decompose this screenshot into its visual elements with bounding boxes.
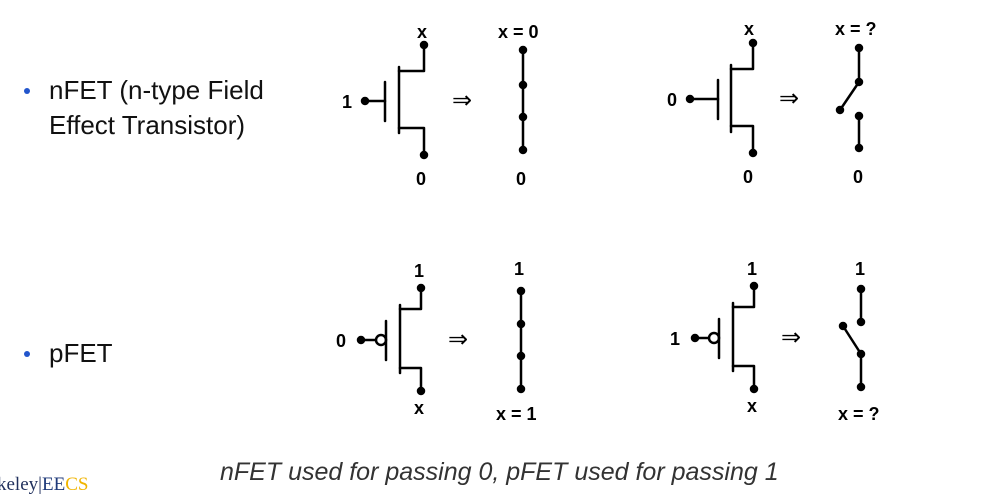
nfet-off-switch-bottom-label: 0 xyxy=(853,167,863,187)
nfet-off-source-label: 0 xyxy=(743,167,753,187)
pfet-on-switch xyxy=(838,284,866,392)
nfet-off-switch-top-label: x = ? xyxy=(835,19,877,39)
pfet-off-switch-bottom-label: x = 1 xyxy=(496,404,537,424)
nfet-on-gate-label: 1 xyxy=(342,92,352,112)
bullet-dot-nfet xyxy=(24,88,30,94)
pfet-off-source-label: 1 xyxy=(414,261,424,281)
nfet-on-switch-bottom-label: 0 xyxy=(516,169,526,189)
bullet-dot-pfet xyxy=(24,351,30,357)
nfet-off-gate-label: 0 xyxy=(667,90,677,110)
arrow-pfet-off: ⇒ xyxy=(448,326,468,353)
nfet-off-transistor xyxy=(685,38,758,158)
logo-part2: EE xyxy=(41,474,66,495)
nfet-on-transistor xyxy=(360,40,429,160)
pfet-off-switch-top-label: 1 xyxy=(514,259,524,279)
nfet-on-switch-top-label: x = 0 xyxy=(498,22,539,42)
logo-part3: CS xyxy=(65,474,89,495)
logo-part1: keley xyxy=(0,474,39,495)
nfet-on-source-label: 0 xyxy=(416,169,426,189)
pfet-on-drain-label: x xyxy=(747,396,757,416)
nfet-text-line1: nFET (n-type Field xyxy=(49,75,264,105)
nfet-off-drain-label: x xyxy=(744,19,754,39)
arrow-nfet-off: ⇒ xyxy=(779,85,799,112)
berkeley-eecs-logo: keley|EECS xyxy=(0,474,88,496)
bullet-pfet: pFET xyxy=(49,336,113,371)
pfet-off-drain-label: x xyxy=(414,398,424,418)
pfet-on-switch-top-label: 1 xyxy=(855,259,865,279)
bullet-nfet: nFET (n-type Field Effect Transistor) xyxy=(49,73,264,143)
nfet-text-line2: Effect Transistor) xyxy=(49,110,246,140)
pfet-on-transistor xyxy=(690,281,759,394)
caption: nFET used for passing 0, pFET used for p… xyxy=(220,458,779,486)
pfet-off-switch xyxy=(516,286,526,394)
pfet-on-gate-label: 1 xyxy=(670,329,680,349)
pfet-on-source-label: 1 xyxy=(747,259,757,279)
pfet-on-switch-bottom-label: x = ? xyxy=(838,404,880,424)
pfet-off-gate-label: 0 xyxy=(336,331,346,351)
pfet-off-transistor xyxy=(356,283,426,396)
nfet-off-switch xyxy=(835,43,864,153)
logo-separator: | xyxy=(38,474,42,495)
arrow-nfet-on: ⇒ xyxy=(452,87,472,114)
pfet-text: pFET xyxy=(49,338,113,368)
nfet-on-switch xyxy=(518,45,528,155)
nfet-on-drain-label: x xyxy=(417,22,427,42)
arrow-pfet-on: ⇒ xyxy=(781,324,801,351)
